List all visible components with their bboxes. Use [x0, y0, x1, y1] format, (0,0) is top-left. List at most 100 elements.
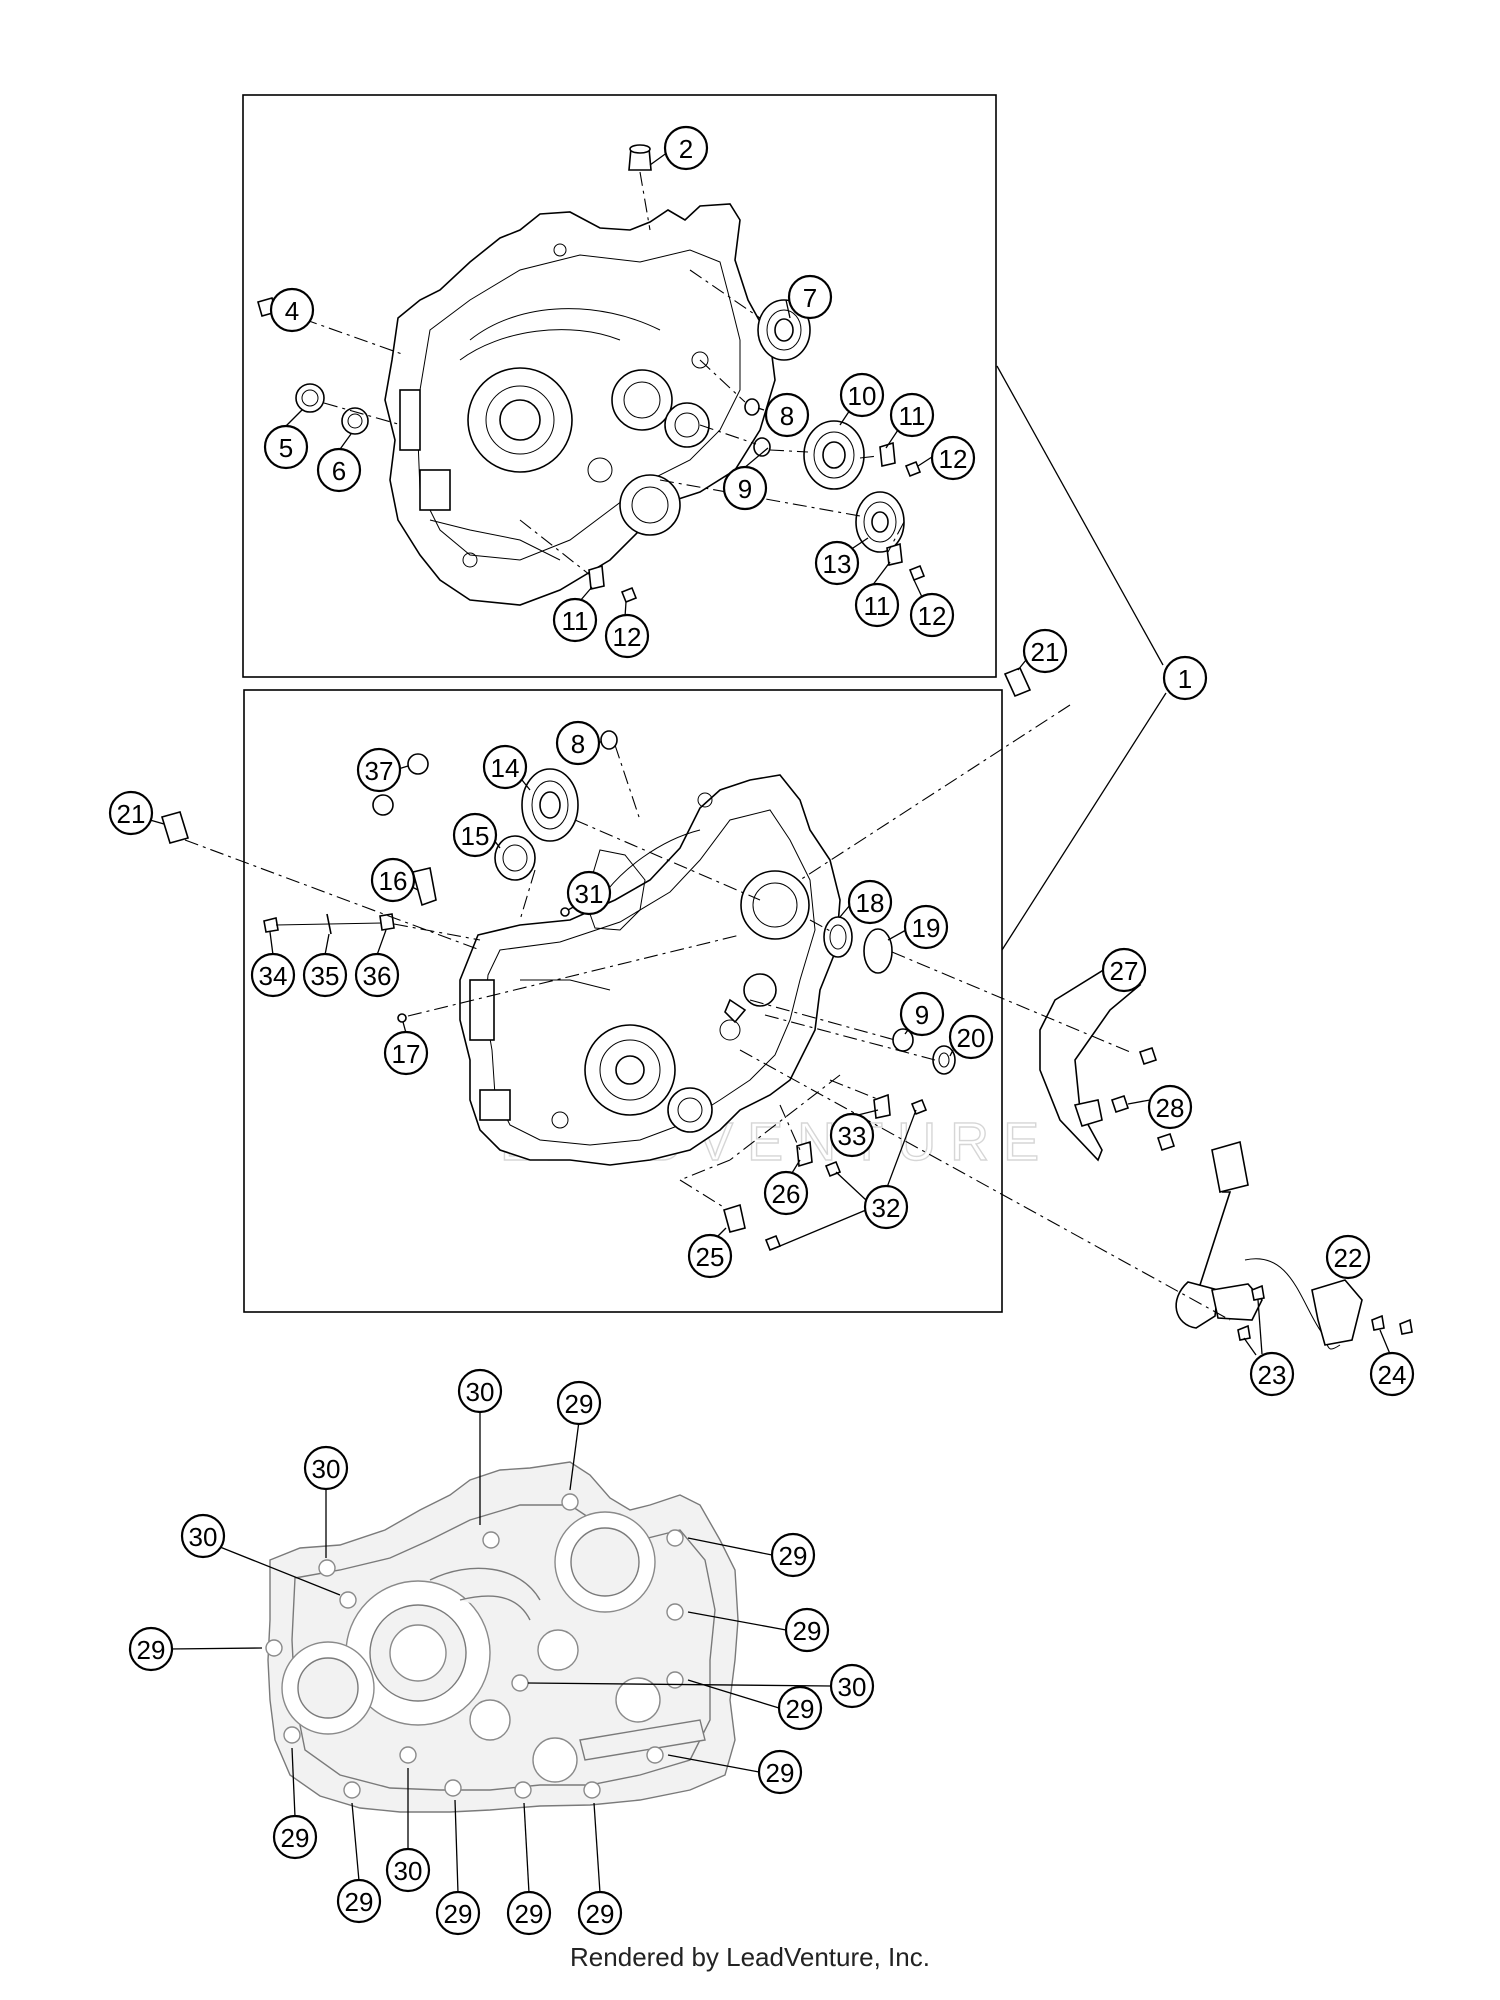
callout-29: 29: [556, 1380, 602, 1426]
callout-label: 30: [838, 1672, 867, 1702]
callout-label: 32: [872, 1193, 901, 1223]
right-crankcase-half: [459, 774, 841, 1166]
callout-label: 31: [575, 879, 604, 909]
upper-frame: [242, 94, 997, 678]
callout-label: 36: [363, 961, 392, 991]
callout-label: 29: [515, 1899, 544, 1929]
callout-30: 30: [457, 1368, 503, 1414]
callout-12: 12: [909, 592, 955, 638]
callout-29: 29: [128, 1626, 174, 1672]
callout-34: 34: [250, 952, 296, 998]
callout-label: 29: [793, 1616, 822, 1646]
crankcase-bolt-map: [265, 1461, 739, 1813]
callout-label: 9: [915, 1000, 929, 1030]
callout-label: 30: [466, 1377, 495, 1407]
callout-label: 7: [803, 283, 817, 313]
callout-28: 28: [1147, 1084, 1193, 1130]
callout-31: 31: [566, 870, 612, 916]
callout-29: 29: [435, 1890, 481, 1936]
callout-label: 9: [738, 474, 752, 504]
callout-label: 29: [444, 1899, 473, 1929]
callout-19: 19: [903, 904, 949, 950]
callout-label: 33: [838, 1121, 867, 1151]
callout-label: 13: [823, 549, 852, 579]
callout-label: 16: [379, 866, 408, 896]
callout-label: 19: [912, 913, 941, 943]
callout-15: 15: [452, 812, 498, 858]
callout-25: 25: [687, 1233, 733, 1279]
callout-11: 11: [854, 582, 900, 628]
callout-27: 27: [1101, 947, 1147, 993]
callout-label: 30: [312, 1454, 341, 1484]
callout-21: 21: [1022, 628, 1068, 674]
callout-4: 4: [269, 287, 315, 333]
callout-label: 18: [856, 888, 885, 918]
callout-label: 29: [565, 1389, 594, 1419]
callout-13: 13: [814, 540, 860, 586]
callout-label: 34: [259, 961, 288, 991]
callout-23: 23: [1249, 1351, 1295, 1397]
callout-label: 29: [586, 1899, 615, 1929]
callout-5: 5: [263, 424, 309, 470]
callout-label: 25: [696, 1242, 725, 1272]
callout-16: 16: [370, 857, 416, 903]
callout-29: 29: [777, 1685, 823, 1731]
callout-label: 11: [899, 401, 926, 431]
callout-label: 29: [137, 1635, 166, 1665]
callout-21: 21: [108, 790, 154, 836]
callout-14: 14: [482, 744, 528, 790]
callout-30: 30: [303, 1445, 349, 1491]
callout-10: 10: [839, 372, 885, 418]
callout-29: 29: [272, 1814, 318, 1860]
callout-label: 23: [1258, 1360, 1287, 1390]
callout-label: 35: [311, 961, 340, 991]
callout-label: 29: [281, 1823, 310, 1853]
callout-26: 26: [763, 1170, 809, 1216]
callout-label: 1: [1178, 664, 1192, 694]
callout-30: 30: [385, 1847, 431, 1893]
callout-29: 29: [336, 1878, 382, 1924]
callout-32: 32: [863, 1184, 909, 1230]
callout-label: 5: [279, 433, 293, 463]
callout-22: 22: [1325, 1234, 1371, 1280]
middle-frame: [243, 689, 1003, 1313]
callout-label: 8: [571, 729, 585, 759]
callout-label: 30: [189, 1522, 218, 1552]
callout-label: 37: [365, 756, 394, 786]
callout-label: 29: [786, 1694, 815, 1724]
callout-2: 2: [663, 125, 709, 171]
middle-small-parts: [160, 666, 1413, 1350]
callout-label: 11: [864, 591, 891, 621]
callout-29: 29: [577, 1890, 623, 1936]
callout-label: 29: [766, 1758, 795, 1788]
callout-label: 12: [939, 444, 968, 474]
callout-label: 11: [562, 606, 589, 636]
callout-7: 7: [787, 274, 833, 320]
callout-11: 11: [889, 392, 935, 438]
callout-12: 12: [604, 613, 650, 659]
callout-11: 11: [552, 597, 598, 643]
callout-24: 24: [1369, 1351, 1415, 1397]
callout-label: 12: [613, 622, 642, 652]
assembly-1-leaders: [996, 365, 1167, 951]
callout-17: 17: [383, 1030, 429, 1076]
callout-8: 8: [555, 720, 601, 766]
callout-label: 12: [918, 601, 947, 631]
middle-assembly-lines: [184, 704, 1231, 1321]
callout-label: 14: [491, 753, 520, 783]
callout-29: 29: [770, 1532, 816, 1578]
callout-35: 35: [302, 952, 348, 998]
footer-credit: Rendered by LeadVenture, Inc.: [570, 1942, 930, 1972]
callout-6: 6: [316, 447, 362, 493]
callout-label: 28: [1156, 1093, 1185, 1123]
bolt-map-arrows: [168, 1409, 832, 1894]
callout-label: 4: [285, 296, 299, 326]
callout-9: 9: [722, 465, 768, 511]
callout-36: 36: [354, 952, 400, 998]
callout-label: 30: [394, 1856, 423, 1886]
callout-label: 15: [461, 821, 490, 851]
callout-12: 12: [930, 435, 976, 481]
callout-label: 8: [780, 401, 794, 431]
